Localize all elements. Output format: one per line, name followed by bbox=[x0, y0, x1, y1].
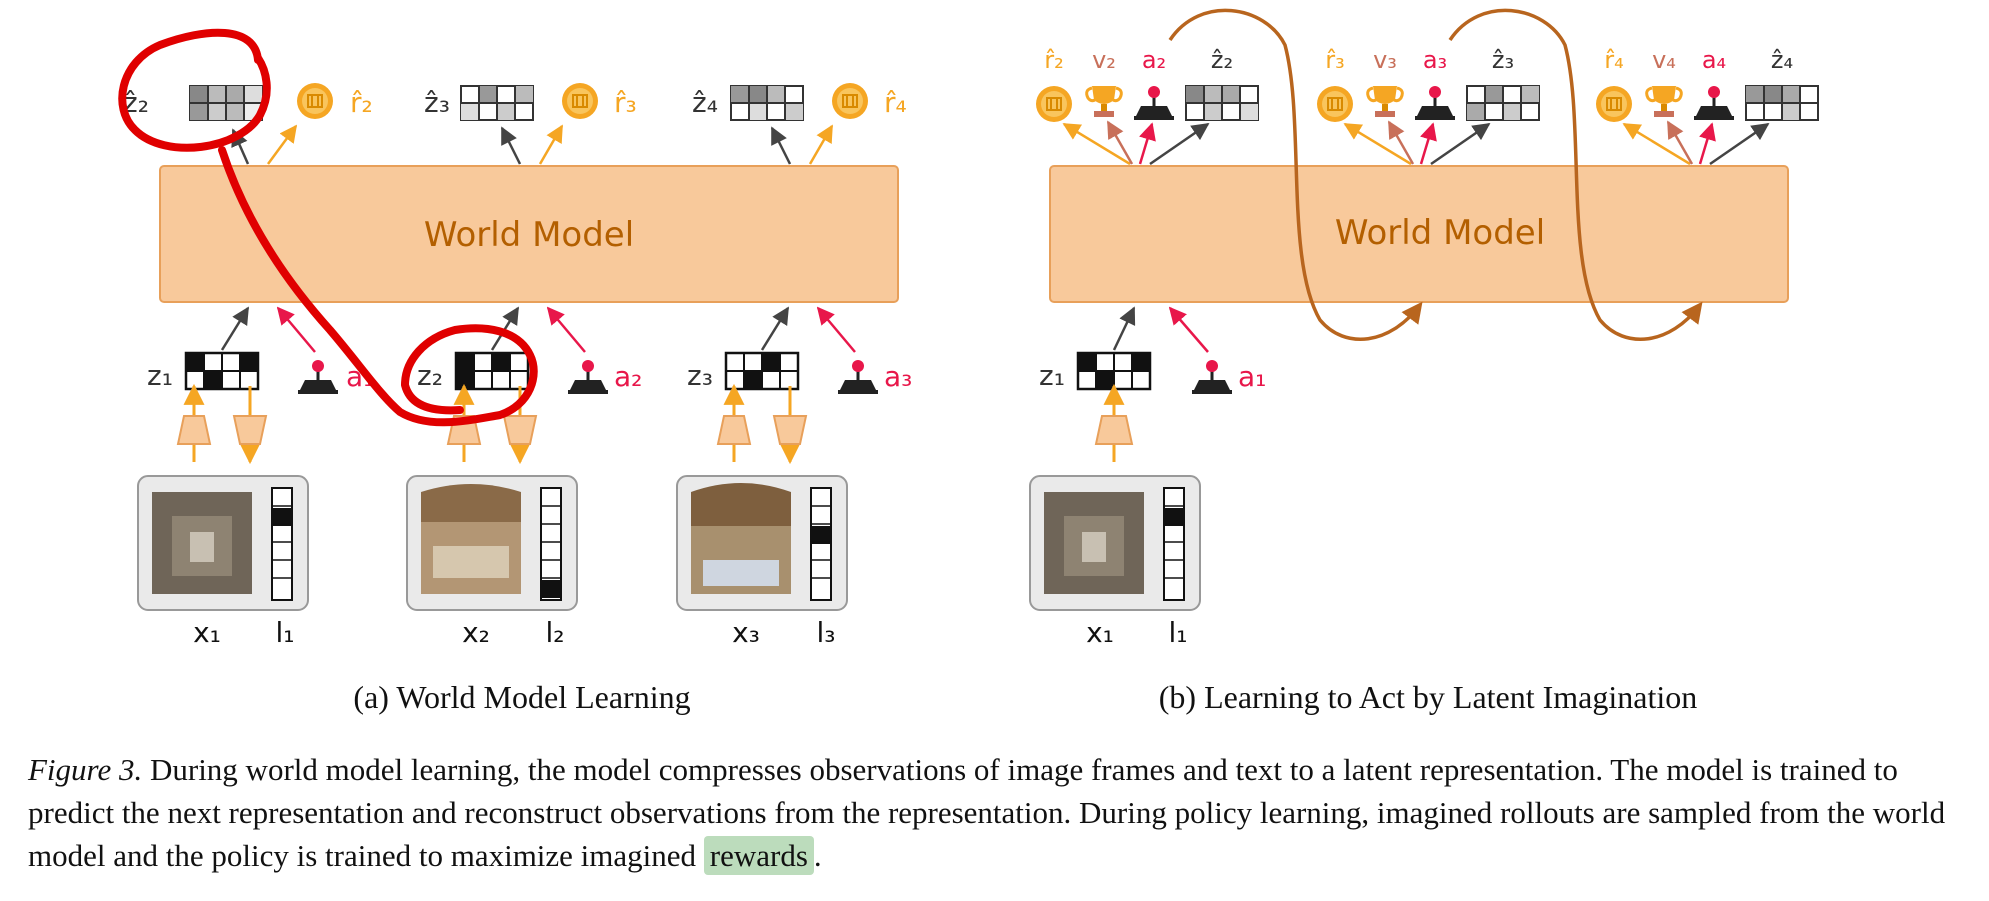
top-group-a-2: ẑ₃ r̂₃ bbox=[424, 82, 637, 165]
latent-label: ẑ₃ bbox=[1492, 46, 1514, 74]
joystick-icon bbox=[1132, 84, 1176, 122]
reward-label: r̂₂ bbox=[350, 86, 373, 119]
joystick-icon bbox=[1413, 84, 1457, 122]
value-label: v₃ bbox=[1373, 46, 1397, 74]
joystick-icon bbox=[1692, 84, 1736, 122]
figure-diagram: World Model ẑ₂ r̂₂ ẑ₃ bbox=[118, 8, 1819, 715]
latent-label: ẑ₂ bbox=[1211, 46, 1233, 74]
reward-label: r̂₄ bbox=[1604, 46, 1624, 74]
panel-b: World Model r̂₂ v₂ a₂ ẑ₂ r̂₃ bbox=[1029, 8, 1819, 715]
action-label: a₄ bbox=[1702, 46, 1726, 74]
action-label: a₂ bbox=[614, 360, 642, 393]
bottom-group-a-2: z₂ a₂ x₂ l₂ bbox=[406, 306, 642, 649]
reward-label: r̂₃ bbox=[1325, 46, 1345, 74]
joystick-icon bbox=[836, 358, 880, 396]
bottom-group-b-1: z₁ a₁ x₁ l₁ bbox=[1029, 306, 1266, 649]
latent-grid-icon bbox=[454, 351, 530, 391]
latent-grid-icon bbox=[724, 351, 800, 391]
value-label: v₄ bbox=[1652, 46, 1676, 74]
panel-a-caption: (a) World Model Learning bbox=[353, 679, 690, 715]
top-group-b-3: r̂₄ v₄ a₄ ẑ₄ bbox=[1595, 46, 1819, 166]
joystick-icon bbox=[1190, 358, 1234, 396]
latent-grid-icon bbox=[1745, 85, 1819, 121]
reward-label: r̂₂ bbox=[1044, 46, 1064, 74]
bottom-group-a-3: z₃ a₃ x₃ l₃ bbox=[676, 306, 912, 649]
latent-label: ẑ₄ bbox=[1771, 46, 1793, 74]
hand-drawn-annotation bbox=[118, 28, 538, 427]
world-model-box-a bbox=[159, 165, 899, 303]
latent-grid-icon bbox=[184, 351, 260, 391]
figure-caption: Figure 3. During world model learning, t… bbox=[28, 748, 1968, 877]
world-model-label-b: World Model bbox=[1335, 213, 1545, 253]
latent-grid-icon bbox=[1466, 85, 1540, 121]
top-group-b-2: r̂₃ v₃ a₃ ẑ₃ bbox=[1316, 46, 1540, 166]
figure-label: Figure 3. bbox=[28, 752, 143, 787]
action-label: a₂ bbox=[1142, 46, 1166, 74]
coin-icon bbox=[1316, 85, 1354, 123]
reward-label: r̂₃ bbox=[614, 86, 637, 119]
observation-frame-icon bbox=[406, 475, 578, 611]
reward-label: r̂₄ bbox=[884, 86, 907, 119]
latent-grid-icon bbox=[1076, 351, 1152, 391]
imagination-arrow bbox=[1168, 8, 1423, 342]
value-label: v₂ bbox=[1092, 46, 1116, 74]
text-label: l₂ bbox=[545, 616, 564, 649]
image-label: x₂ bbox=[462, 616, 490, 649]
action-label: a₃ bbox=[884, 360, 912, 393]
trophy-icon bbox=[1645, 84, 1683, 119]
coin-icon bbox=[296, 82, 334, 120]
latent-grid-icon bbox=[1185, 85, 1259, 121]
action-label: a₃ bbox=[1423, 46, 1447, 74]
latent-grid-icon bbox=[730, 85, 804, 121]
joystick-icon bbox=[566, 358, 610, 396]
text-label: l₃ bbox=[816, 616, 835, 649]
observation-frame-icon bbox=[137, 475, 309, 611]
coin-icon bbox=[1595, 85, 1633, 123]
caption-end: . bbox=[813, 838, 822, 873]
image-label: x₁ bbox=[1086, 616, 1114, 649]
bottom-group-a-1: z₁ a₁ x₁ l₁ bbox=[137, 306, 374, 649]
latent-grid-icon bbox=[189, 85, 263, 121]
text-label: l₁ bbox=[1168, 616, 1187, 649]
latent-label: ẑ₃ bbox=[424, 86, 450, 119]
coin-icon bbox=[831, 82, 869, 120]
panel-a: World Model ẑ₂ r̂₂ ẑ₃ bbox=[123, 82, 912, 715]
joystick-icon bbox=[296, 358, 340, 396]
latent-label: z₁ bbox=[147, 359, 173, 392]
observation-frame-icon bbox=[676, 475, 848, 611]
world-model-label-a: World Model bbox=[424, 215, 634, 255]
observation-frame-icon bbox=[1029, 475, 1201, 611]
caption-text: During world model learning, the model c… bbox=[28, 752, 1946, 873]
imagination-arrow bbox=[1448, 8, 1703, 342]
image-label: x₁ bbox=[193, 616, 221, 649]
encoder-decoder-icon bbox=[178, 386, 266, 462]
image-label: x₃ bbox=[732, 616, 760, 649]
highlighted-word: rewards bbox=[703, 836, 814, 875]
top-group-a-1: ẑ₂ r̂₂ bbox=[123, 82, 373, 165]
top-group-b-1: r̂₂ v₂ a₂ ẑ₂ bbox=[1035, 46, 1259, 166]
trophy-icon bbox=[1085, 84, 1123, 119]
latent-label: z₂ bbox=[417, 359, 443, 392]
action-label: a₁ bbox=[1238, 360, 1266, 393]
top-group-a-3: ẑ₄ r̂₄ bbox=[692, 82, 907, 165]
latent-label: z₁ bbox=[1039, 359, 1065, 392]
panel-b-caption: (b) Learning to Act by Latent Imaginatio… bbox=[1159, 679, 1698, 715]
latent-label: z₃ bbox=[687, 359, 713, 392]
latent-label: ẑ₄ bbox=[692, 86, 718, 119]
coin-icon bbox=[561, 82, 599, 120]
trophy-icon bbox=[1366, 84, 1404, 119]
latent-grid-icon bbox=[460, 85, 534, 121]
encoder-decoder-icon bbox=[718, 386, 806, 462]
text-label: l₁ bbox=[275, 616, 294, 649]
encoder-icon bbox=[1096, 386, 1132, 462]
coin-icon bbox=[1035, 85, 1073, 123]
